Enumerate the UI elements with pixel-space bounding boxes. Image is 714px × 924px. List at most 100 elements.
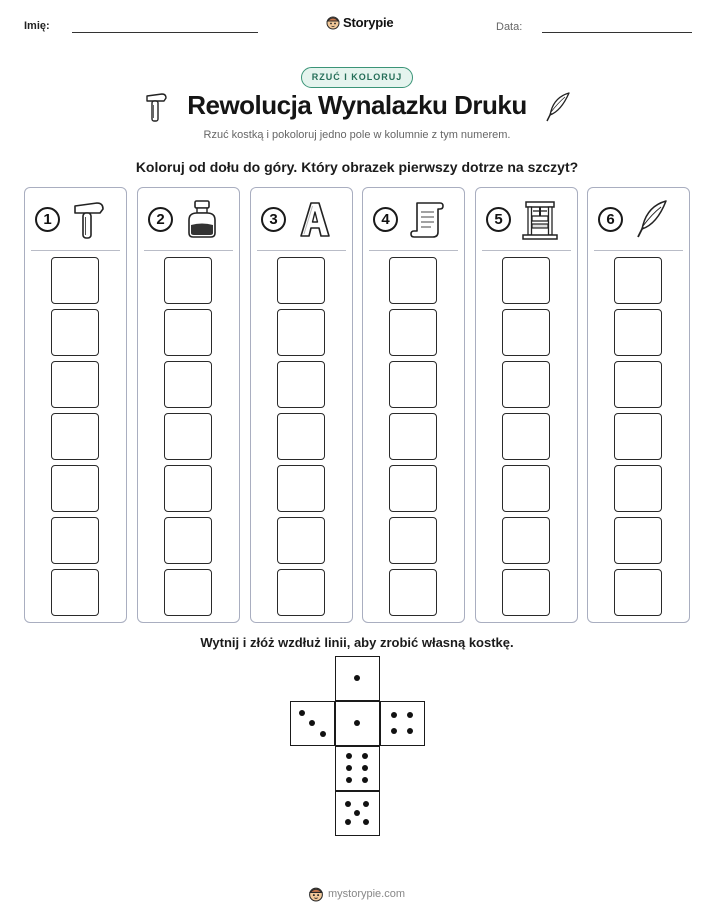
color-cell[interactable]: [614, 309, 662, 356]
die-pip: [298, 709, 305, 716]
color-cell[interactable]: [614, 569, 662, 616]
name-field-line[interactable]: [72, 32, 258, 33]
column-divider: [482, 250, 571, 251]
color-cell[interactable]: [502, 309, 550, 356]
color-cell[interactable]: [614, 361, 662, 408]
color-cell[interactable]: [502, 413, 550, 460]
column-divider: [31, 250, 120, 251]
activity-badge: RZUĆ I KOLORUJ: [301, 67, 413, 88]
die-face-5: [335, 791, 380, 836]
color-cell[interactable]: [164, 361, 212, 408]
hammer-icon: [69, 198, 109, 240]
color-cell[interactable]: [502, 569, 550, 616]
color-cell[interactable]: [389, 517, 437, 564]
hammer-icon: [146, 93, 167, 122]
color-cell[interactable]: [277, 413, 325, 460]
subtitle: Rzuć kostką i pokoloruj jedno pole w kol…: [203, 129, 511, 141]
column-4: 4: [362, 187, 465, 623]
brand-logo: Storypie: [326, 14, 394, 30]
die-pip: [407, 728, 414, 735]
color-cell[interactable]: [502, 517, 550, 564]
die-pip: [390, 728, 397, 735]
die-pip: [362, 776, 369, 783]
color-cell[interactable]: [277, 309, 325, 356]
color-cell[interactable]: [164, 569, 212, 616]
color-cell[interactable]: [502, 465, 550, 512]
color-cell[interactable]: [502, 257, 550, 304]
color-cell[interactable]: [51, 361, 99, 408]
color-cell[interactable]: [277, 517, 325, 564]
brand-name: Storypie: [343, 14, 394, 30]
die-pip: [362, 765, 369, 771]
color-cell[interactable]: [51, 517, 99, 564]
color-cell[interactable]: [502, 361, 550, 408]
color-cell[interactable]: [614, 413, 662, 460]
die-pip: [345, 765, 352, 771]
color-cell[interactable]: [614, 517, 662, 564]
column-number: 6: [598, 207, 623, 232]
date-field-line[interactable]: [542, 32, 692, 33]
color-cell[interactable]: [389, 569, 437, 616]
die-pip: [363, 800, 370, 807]
color-cell[interactable]: [389, 309, 437, 356]
color-cell[interactable]: [389, 257, 437, 304]
color-cell[interactable]: [389, 413, 437, 460]
die-face-3: [290, 701, 335, 746]
column-6: 6: [587, 187, 690, 623]
color-cell[interactable]: [164, 413, 212, 460]
color-cell[interactable]: [277, 569, 325, 616]
pie-mascot-icon: [308, 887, 324, 902]
die-pip: [309, 720, 315, 726]
color-cell[interactable]: [614, 465, 662, 512]
die-pip: [354, 810, 360, 816]
die-pip: [344, 800, 351, 807]
die-pip: [354, 720, 360, 726]
column-3: 3: [250, 187, 353, 623]
scroll-icon: [407, 198, 447, 240]
date-label: Data:: [496, 21, 523, 33]
column-divider: [369, 250, 458, 251]
die-pip: [319, 730, 326, 737]
column-1: 1: [24, 187, 127, 623]
pie-mascot-icon: [326, 16, 340, 30]
color-cell[interactable]: [51, 465, 99, 512]
color-cell[interactable]: [277, 465, 325, 512]
color-cell[interactable]: [164, 517, 212, 564]
printing-press-icon: [520, 198, 560, 240]
die-pip: [362, 753, 369, 760]
die-pip: [345, 776, 352, 783]
color-cell[interactable]: [164, 309, 212, 356]
game-instruction: Koloruj od dołu do góry. Który obrazek p…: [135, 159, 579, 175]
letter-a-icon: [295, 198, 335, 240]
footer: mystorypie.com: [308, 885, 405, 902]
die-pip: [344, 819, 351, 826]
ink-bottle-icon: [182, 198, 222, 240]
color-cell[interactable]: [164, 465, 212, 512]
footer-website: mystorypie.com: [328, 887, 406, 900]
column-number: 4: [373, 207, 398, 232]
die-face-1: [335, 701, 380, 746]
column-number: 2: [148, 207, 173, 232]
color-cell[interactable]: [277, 361, 325, 408]
die-instruction: Wytnij i złóż wzdłuż linii, aby zrobić w…: [200, 635, 514, 650]
color-cell[interactable]: [51, 257, 99, 304]
color-cell[interactable]: [51, 309, 99, 356]
color-cell[interactable]: [164, 257, 212, 304]
die-pip: [363, 819, 370, 826]
column-number: 5: [486, 207, 511, 232]
column-5: 5: [475, 187, 578, 623]
color-cell[interactable]: [51, 569, 99, 616]
column-number: 1: [35, 207, 60, 232]
quill-icon: [546, 92, 570, 122]
page-title: Rewolucja Wynalazku Druku: [187, 90, 527, 120]
column-divider: [594, 250, 683, 251]
name-label: Imię:: [24, 20, 50, 32]
color-cell[interactable]: [614, 257, 662, 304]
column-2: 2: [137, 187, 240, 623]
color-cell[interactable]: [277, 257, 325, 304]
color-cell[interactable]: [51, 413, 99, 460]
color-cell[interactable]: [389, 465, 437, 512]
column-divider: [257, 250, 346, 251]
quill-icon: [632, 198, 672, 240]
color-cell[interactable]: [389, 361, 437, 408]
